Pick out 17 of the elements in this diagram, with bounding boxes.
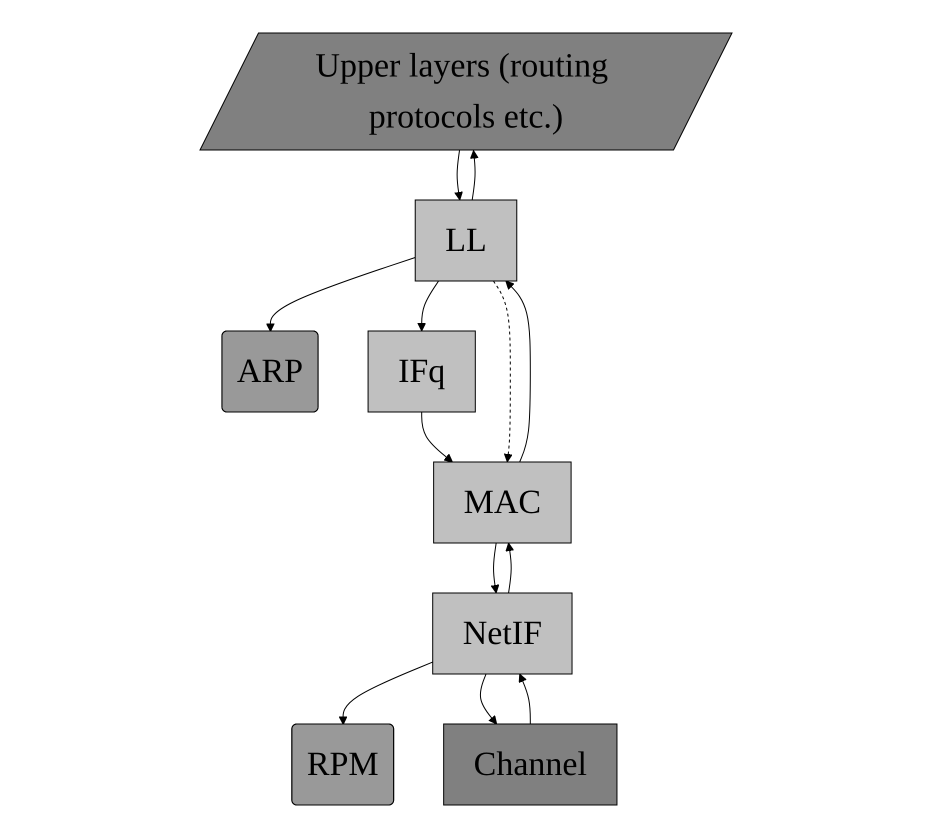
arrow	[417, 280, 440, 332]
arrow	[490, 542, 500, 594]
arrow	[518, 674, 531, 724]
node-box: MAC	[433, 462, 572, 544]
node-box: NetIF	[432, 592, 573, 674]
arrow	[338, 662, 434, 725]
arrow	[421, 412, 453, 462]
arrow	[266, 256, 416, 332]
arrow	[505, 280, 531, 462]
node-box: LL	[414, 200, 518, 282]
arrow	[480, 674, 498, 724]
node-box: Channel	[443, 724, 618, 806]
arrow	[470, 150, 479, 200]
arrow	[505, 542, 514, 594]
node-box: IFq	[368, 330, 476, 412]
arrow	[492, 280, 513, 462]
arrow	[454, 150, 463, 200]
